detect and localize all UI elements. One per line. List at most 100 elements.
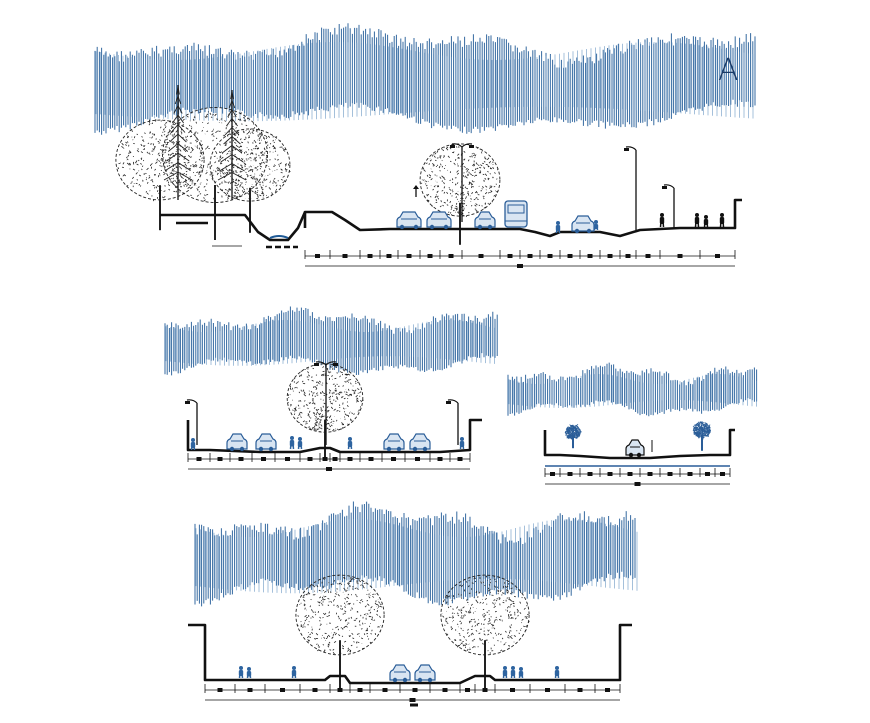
dimension-tag — [510, 688, 515, 692]
dimension-tag — [342, 254, 348, 258]
pedestrian — [502, 666, 508, 679]
dimension-tag — [406, 254, 412, 258]
direction-arrow-head — [413, 185, 419, 189]
dimension-tag — [567, 472, 573, 476]
dimension-tag — [315, 254, 320, 258]
dimension-tag — [337, 688, 343, 692]
ground-layer — [160, 198, 742, 707]
pedestrian — [347, 437, 353, 450]
lamp-post — [624, 146, 637, 230]
dimension-tag — [677, 254, 683, 258]
conifer-tree — [217, 90, 247, 200]
lamp-post — [450, 143, 474, 222]
dimension-tag — [517, 264, 523, 268]
dimension-tag — [326, 467, 332, 471]
pedestrian — [518, 667, 524, 679]
median-tree — [286, 363, 364, 458]
dimension-tag — [382, 688, 388, 692]
pedestrian — [510, 666, 516, 679]
dimension-tag — [238, 457, 244, 461]
water-line — [269, 235, 289, 239]
pedestrian — [297, 437, 303, 450]
dimension-tag — [357, 688, 363, 692]
dimension-tag — [280, 688, 285, 692]
pedestrian — [246, 667, 252, 679]
forest-tree — [209, 128, 291, 233]
dimension-tag — [217, 457, 223, 461]
car — [255, 433, 277, 452]
dimension-tag — [247, 688, 253, 692]
street-tree — [564, 424, 582, 449]
lamp-post — [446, 399, 459, 445]
dimension-tag — [437, 457, 443, 461]
dimension-tag — [367, 254, 373, 258]
dimension-line-2 — [187, 453, 471, 471]
dimension-tag — [409, 698, 416, 702]
dimension-tag — [448, 254, 454, 258]
road-profile-1 — [303, 198, 742, 238]
dimension-tag — [312, 688, 318, 692]
dimension-tag — [607, 472, 613, 476]
dimension-tag — [412, 688, 418, 692]
dimension-tag — [261, 457, 266, 461]
pedestrian — [238, 666, 244, 679]
dimension-tag — [645, 254, 651, 258]
boulevard-tree — [440, 574, 530, 691]
dimension-tag — [507, 254, 513, 258]
dimension-tag — [705, 472, 710, 476]
street-tree — [692, 421, 711, 451]
dimension-tag — [322, 457, 328, 461]
car — [571, 215, 595, 234]
dimension-tag — [427, 254, 433, 258]
dimension-tag — [587, 472, 593, 476]
dimension-tag — [391, 457, 396, 461]
dimension-tag — [627, 472, 633, 476]
dimension-tag — [368, 457, 374, 461]
sheet-label: A — [718, 53, 739, 88]
bus — [504, 200, 528, 228]
sky-hatch-3 — [507, 362, 758, 417]
tree-layer — [115, 85, 711, 691]
pedestrian — [190, 438, 196, 451]
dimension-tag — [607, 254, 613, 258]
dimension-tag — [720, 472, 725, 476]
car — [226, 433, 248, 452]
dimension-tag — [625, 254, 631, 258]
car — [426, 211, 452, 230]
dimension-line-4 — [204, 684, 621, 702]
dimension-tag — [577, 688, 583, 692]
dimension-tag — [587, 254, 593, 258]
dimension-line-1 — [304, 250, 736, 268]
dimension-tag — [285, 457, 290, 461]
dimension-tag — [217, 688, 223, 692]
car — [625, 439, 645, 458]
dimension-tag — [347, 457, 353, 461]
pedestrian — [291, 666, 297, 679]
car — [389, 664, 411, 683]
dimension-tag — [478, 254, 484, 258]
sky-hatch-layer — [94, 23, 758, 607]
road-profile-3 — [543, 428, 735, 460]
dimension-tag — [196, 457, 202, 461]
dimension-tag — [667, 472, 673, 476]
sky-hatch-2 — [164, 306, 498, 376]
dimension-tag — [465, 688, 470, 692]
object-layer — [185, 143, 725, 683]
pedestrian — [659, 213, 665, 228]
road-profile-4 — [188, 623, 632, 685]
dimension-tag — [307, 457, 313, 461]
sky-hatch-1 — [94, 23, 756, 135]
car — [474, 211, 496, 230]
dimension-tag — [457, 457, 463, 461]
dimension-tag — [687, 472, 693, 476]
boulevard-tree — [295, 574, 385, 691]
road-profile-2 — [186, 418, 482, 454]
dimension-tag — [386, 254, 392, 258]
pedestrian — [554, 666, 560, 679]
dimension-line-3 — [544, 468, 731, 486]
dimension-tag — [332, 457, 338, 461]
dimension-tag — [634, 482, 641, 486]
lamp-post — [662, 184, 675, 228]
car — [409, 433, 431, 452]
